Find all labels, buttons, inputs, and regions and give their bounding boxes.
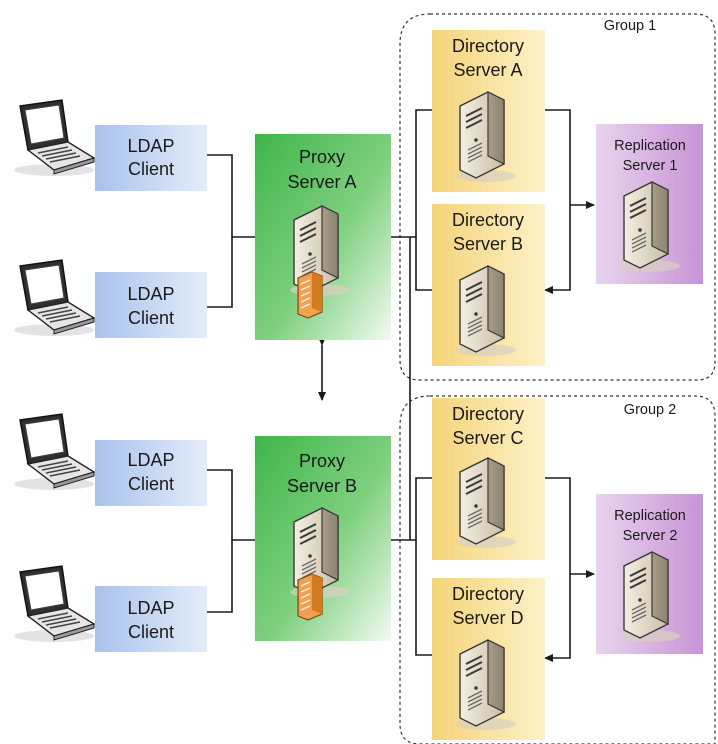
laptop-icon	[13, 565, 95, 643]
client-1-label-line2: Client	[128, 159, 174, 179]
connector-client1-proxyA	[207, 154, 255, 238]
client-1-label-line1: LDAP	[127, 136, 174, 156]
client-3: LDAP Client	[13, 413, 207, 506]
client-3-label-line2: Client	[128, 474, 174, 494]
client-2-label-line2: Client	[128, 308, 174, 328]
dir-c-label-line2: Server C	[452, 428, 523, 448]
dir-d-label-line2: Server D	[452, 608, 523, 628]
repl-1-label-line2: Server 1	[623, 158, 678, 174]
group-1: Group 1	[399, 13, 716, 381]
laptop-icon	[13, 413, 95, 491]
proxy-a-label-line1: Proxy	[299, 147, 345, 167]
group-2-label: Group 2	[624, 402, 676, 418]
client-3-label-line1: LDAP	[127, 450, 174, 470]
directory-server-c: Directory Server C	[432, 398, 545, 560]
replication-server-2: Replication Server 2	[596, 494, 703, 654]
dir-b-label-line2: Server B	[453, 234, 523, 254]
proxy-b-label-line2: Server B	[287, 476, 357, 496]
proxy-server-a: Proxy Server A	[255, 134, 391, 340]
connector-client3-proxyB	[207, 469, 255, 541]
dir-a-label-line1: Directory	[452, 36, 524, 56]
connector-proxyB-dirD	[415, 540, 432, 656]
directory-server-b: Directory Server B	[432, 204, 545, 366]
dir-c-label-line1: Directory	[452, 404, 524, 424]
dir-b-label-line1: Directory	[452, 210, 524, 230]
client-4-label-line2: Client	[128, 622, 174, 642]
client-4-label-line1: LDAP	[127, 598, 174, 618]
proxy-a-label-line2: Server A	[287, 172, 356, 192]
connector-client2-proxyA	[207, 237, 233, 308]
client-2-label-line1: LDAP	[127, 284, 174, 304]
connectors	[207, 106, 595, 662]
dir-d-label-line1: Directory	[452, 584, 524, 604]
connector-proxyA-dirA	[391, 109, 432, 238]
client-2: LDAP Client	[13, 259, 207, 338]
client-4: LDAP Client	[13, 565, 207, 652]
laptop-icon	[13, 259, 95, 337]
laptop-icon	[13, 99, 95, 177]
repl-2-label-line2: Server 2	[623, 528, 678, 544]
directory-server-d: Directory Server D	[432, 578, 545, 740]
directory-server-a: Directory Server A	[432, 30, 545, 192]
group-1-label: Group 1	[604, 18, 656, 34]
connector-repl2-dirs	[537, 474, 571, 662]
proxy-badge-icon	[297, 573, 323, 621]
connector-repl1-dirs	[537, 106, 571, 294]
proxy-badge-icon	[297, 271, 323, 319]
replication-server-1: Replication Server 1	[596, 124, 703, 284]
connector-client4-proxyB	[207, 540, 233, 613]
client-1: LDAP Client	[13, 99, 207, 191]
dir-a-label-line2: Server A	[453, 60, 522, 80]
repl-2-label-line1: Replication	[614, 508, 686, 524]
repl-1-label-line1: Replication	[614, 138, 686, 154]
group-2: Group 2	[399, 395, 716, 744]
proxy-server-b: Proxy Server B	[255, 436, 391, 641]
connector-proxyB-dirC	[391, 477, 432, 541]
proxy-b-label-line1: Proxy	[299, 451, 345, 471]
connector-proxyA-dirB	[415, 237, 432, 291]
